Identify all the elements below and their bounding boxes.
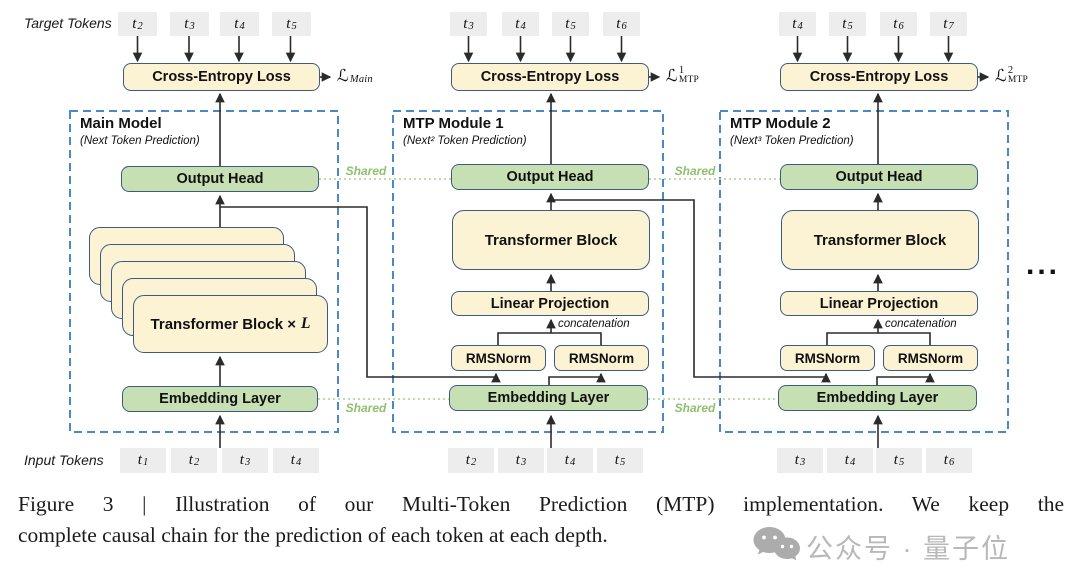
more-modules-ellipsis: ...	[1026, 248, 1061, 281]
token-symbol: t	[132, 15, 137, 32]
module-subtitle-main: (Next Token Prediction)	[80, 135, 200, 147]
wechat-icon	[753, 527, 800, 561]
rmsnorm-left-mtp2: RMSNorm	[780, 345, 875, 371]
module-title-mtp2: MTP Module 2	[730, 115, 831, 132]
module-subtitle-mtp1: (Next² Token Prediction)	[403, 135, 527, 147]
connector-layer	[69, 36, 1009, 448]
shared-label: Shared	[674, 401, 716, 415]
token-subscript: 2	[137, 20, 143, 32]
loss-label-main: ℒ Main	[337, 66, 373, 85]
rmsnorm-right-mtp2: RMSNorm	[883, 345, 978, 371]
figure-caption: Figure 3 | Illustration of our Multi-Tok…	[18, 489, 1064, 551]
module-subtitle-mtp2: (Next³ Token Prediction)	[730, 135, 854, 147]
embedding-layer-mtp2: Embedding Layer	[778, 385, 977, 411]
module-title-mtp1: MTP Module 1	[403, 115, 504, 132]
dashed-module-borders	[69, 110, 1009, 433]
cross-entropy-loss-box-main: Cross-Entropy Loss	[123, 63, 320, 91]
transformer-block-main: Transformer Block ×L	[133, 295, 328, 353]
transformer-block-mtp2: Transformer Block	[781, 210, 979, 270]
layer-count-variable: L	[301, 315, 311, 332]
input-tokens-label: Input Tokens	[24, 452, 104, 468]
output-head-mtp2: Output Head	[780, 164, 978, 190]
embedding-layer-main: Embedding Layer	[122, 386, 318, 412]
shared-label: Shared	[674, 164, 716, 178]
shared-dotted-lines	[318, 178, 780, 400]
embedding-layer-mtp1: Embedding Layer	[449, 385, 648, 411]
target-tokens-label: Target Tokens	[24, 15, 112, 31]
linear-projection-mtp1: Linear Projection	[451, 291, 649, 316]
caption-line-1: Figure 3 | Illustration of our Multi-Tok…	[18, 492, 1064, 516]
cross-entropy-loss-box-mtp1: Cross-Entropy Loss	[451, 63, 649, 91]
shared-label: Shared	[345, 401, 387, 415]
concatenation-label: concatenation	[885, 318, 957, 330]
output-head-mtp1: Output Head	[451, 164, 649, 190]
rmsnorm-right-mtp1: RMSNorm	[554, 345, 649, 371]
module-title-main: Main Model	[80, 115, 162, 132]
shared-label: Shared	[345, 164, 387, 178]
rmsnorm-left-mtp1: RMSNorm	[451, 345, 546, 371]
transformer-block-mtp1: Transformer Block	[452, 210, 650, 270]
cross-entropy-loss-box-mtp2: Cross-Entropy Loss	[780, 63, 978, 91]
linear-projection-mtp2: Linear Projection	[780, 291, 978, 316]
connector-arrows	[132, 36, 990, 448]
concatenation-label: concatenation	[558, 318, 630, 330]
output-head-main: Output Head	[121, 166, 319, 192]
caption-line-2: complete causal chain for the prediction…	[18, 523, 608, 547]
watermark-text: 公众号 · 量子位	[806, 534, 1010, 564]
